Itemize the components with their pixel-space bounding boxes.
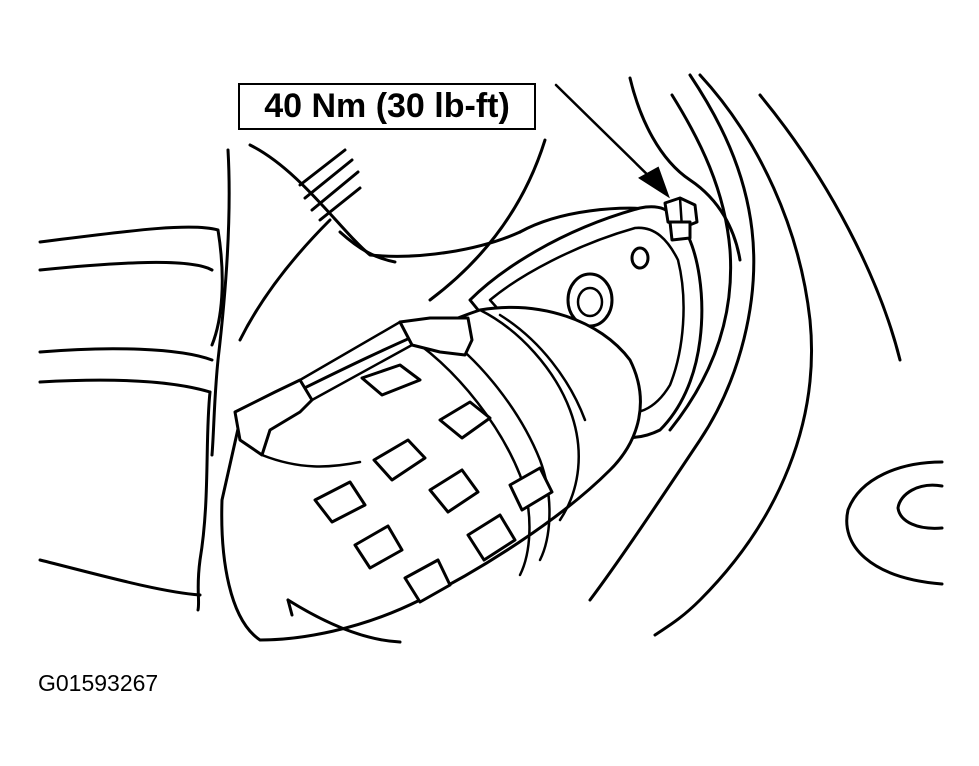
catalytic-converter xyxy=(220,306,642,642)
flange-bolt xyxy=(663,196,699,242)
torque-label: 40 Nm (30 lb-ft) xyxy=(264,87,510,125)
frame-rail-right xyxy=(588,73,902,637)
torque-callout: 40 Nm (30 lb-ft) xyxy=(238,83,536,130)
callout-leader xyxy=(554,83,670,199)
heat-shield-straps xyxy=(233,316,554,604)
body-panel-left xyxy=(38,148,231,612)
figure-id: G01593267 xyxy=(38,670,159,696)
wheel-hub xyxy=(845,460,944,586)
exhaust-pipe xyxy=(286,598,402,644)
